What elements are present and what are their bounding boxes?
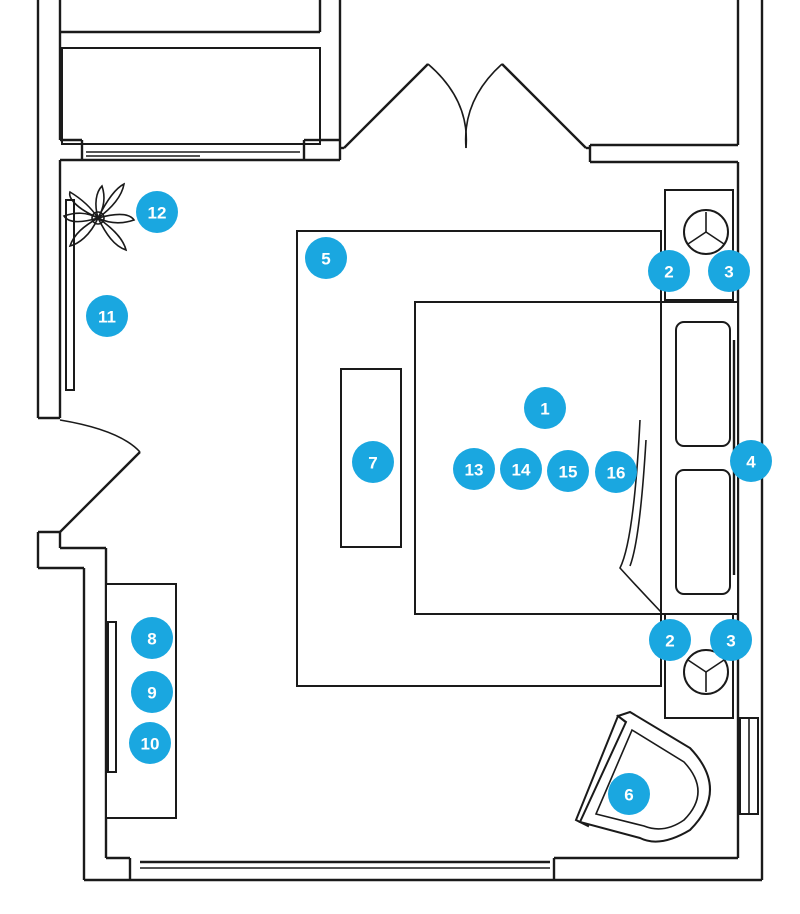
marker-label: 4 [746,453,756,472]
marker-8: 8 [131,617,173,659]
marker-circle [708,250,750,292]
marker-15: 15 [547,450,589,492]
marker-circle [136,191,178,233]
headboard [660,301,739,615]
marker-1: 1 [524,387,566,429]
marker-circle [648,250,690,292]
marker-label: 12 [148,204,167,223]
marker-circle [352,441,394,483]
marker-circle [305,237,347,279]
marker-10: 10 [129,722,171,764]
marker-circle [547,450,589,492]
marker-circle [595,451,637,493]
marker-label: 11 [98,308,116,327]
marker-label: 6 [624,786,633,805]
marker-label: 9 [147,684,156,703]
marker-circle [500,448,542,490]
marker-label: 1 [540,400,549,419]
marker-label: 5 [321,250,330,269]
marker-circle [453,448,495,490]
marker-label: 3 [724,263,733,282]
marker-label: 14 [512,461,531,480]
left-wall-shelf [65,199,75,391]
marker-circle [730,440,772,482]
marker-13: 13 [453,448,495,490]
marker-circle [86,295,128,337]
marker-label: 3 [726,632,735,651]
marker-7: 7 [352,441,394,483]
marker-circle [608,773,650,815]
marker-circle [131,617,173,659]
marker-circle [524,387,566,429]
marker-5: 5 [305,237,347,279]
marker-4: 4 [730,440,772,482]
marker-circle [129,722,171,764]
marker-label: 7 [368,454,377,473]
marker-circle [131,671,173,713]
marker-circle [649,619,691,661]
marker-2: 2 [649,619,691,661]
marker-label: 10 [141,735,160,754]
marker-9: 9 [131,671,173,713]
marker-label: 2 [665,632,674,651]
armchair [574,710,711,843]
marker-label: 16 [607,464,626,483]
marker-label: 2 [664,263,673,282]
marker-16: 16 [595,451,637,493]
marker-12: 12 [136,191,178,233]
marker-circle [710,619,752,661]
marker-2: 2 [648,250,690,292]
marker-label: 8 [147,630,156,649]
marker-label: 15 [559,463,578,482]
marker-11: 11 [86,295,128,337]
marker-3: 3 [710,619,752,661]
marker-3: 3 [708,250,750,292]
marker-label: 13 [465,461,484,480]
marker-6: 6 [608,773,650,815]
marker-14: 14 [500,448,542,490]
plant-icon [62,182,136,252]
